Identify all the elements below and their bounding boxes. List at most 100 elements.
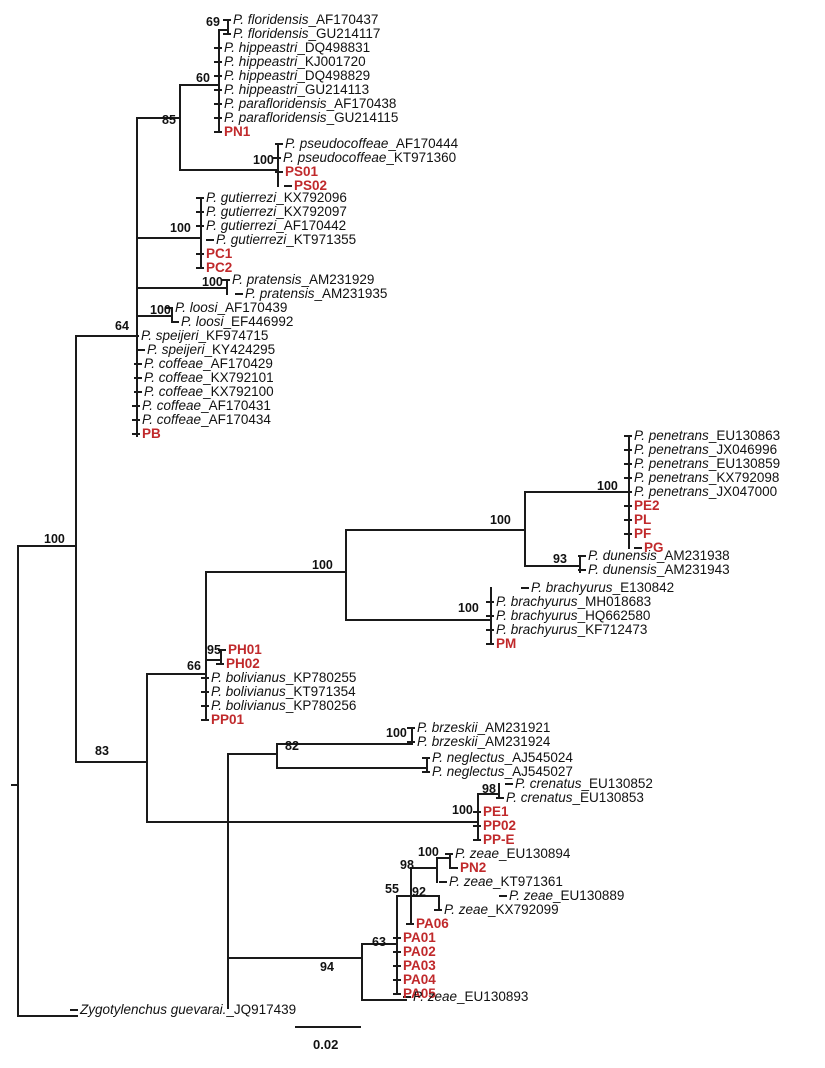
species-name: P. penetrans xyxy=(634,456,709,471)
taxon-label: P. crenatus_EU130852 xyxy=(515,776,653,791)
accession-number: _AM231935 xyxy=(314,286,388,301)
bootstrap-value: 100 xyxy=(418,845,439,859)
accession-number: _KP780255 xyxy=(285,670,357,685)
accession-number: _GU214117 xyxy=(308,26,381,41)
taxon-label: P. coffeae_AF170431 xyxy=(142,398,271,413)
accession-number: _KX792096 xyxy=(275,190,347,205)
taxon-label: P. coffeae_AF170429 xyxy=(144,356,273,371)
support-values: 6960851001001001006410010093100100956610… xyxy=(44,15,618,974)
accession-number: _AM231943 xyxy=(656,562,730,577)
taxon-label: P. brzeskii_AM231921 xyxy=(417,720,550,735)
species-name: P. coffeae xyxy=(144,384,203,399)
sample-label: PF xyxy=(634,526,651,541)
species-name: P. bolivianus xyxy=(211,684,286,699)
bootstrap-value: 64 xyxy=(115,319,129,333)
accession-number: _KX792097 xyxy=(275,204,347,219)
accession-number: _EU130894 xyxy=(498,846,571,861)
species-name: P. hippeastri xyxy=(224,82,298,97)
sample-label: PP02 xyxy=(483,818,516,833)
accession-number: _AF170439 xyxy=(217,300,288,315)
bootstrap-value: 94 xyxy=(320,960,334,974)
taxon-label: P. pratensis_AM231935 xyxy=(245,286,387,301)
accession-number: _AF170429 xyxy=(202,356,273,371)
sample-label: PA05 xyxy=(403,986,436,1001)
species-name: P. coffeae xyxy=(142,412,201,427)
bootstrap-value: 100 xyxy=(44,532,65,546)
sample-label: PA01 xyxy=(403,930,436,945)
bootstrap-value: 66 xyxy=(187,659,201,673)
accession-number: _AJ545024 xyxy=(504,750,574,765)
species-name: P. floridensis xyxy=(233,12,309,27)
sample-label: PC2 xyxy=(206,260,232,275)
taxon-label: P. bolivianus_KP780256 xyxy=(211,698,356,713)
bootstrap-value: 100 xyxy=(490,513,511,527)
taxon-label: P. hippeastri_KJ001720 xyxy=(224,54,366,69)
sample-label: PB xyxy=(142,426,161,441)
sample-label: PG xyxy=(644,540,664,555)
sample-label: PM xyxy=(496,636,516,651)
sample-label: PH02 xyxy=(226,656,260,671)
sample-label: PL xyxy=(634,512,651,527)
species-name: P. pratensis xyxy=(245,286,315,301)
taxon-label: P. dunensis_AM231938 xyxy=(588,548,730,563)
species-name: P. penetrans xyxy=(634,428,709,443)
taxon-label: P. neglectus_AJ545024 xyxy=(432,750,573,765)
bootstrap-value: 98 xyxy=(482,782,496,796)
sample-label: PE2 xyxy=(634,498,660,513)
sample-label: PP-E xyxy=(483,832,515,847)
accession-number: _AF170437 xyxy=(308,12,379,27)
accession-number: _GU214113 xyxy=(296,82,369,97)
taxon-label: P. coffeae_AF170434 xyxy=(142,412,271,427)
accession-number: _JQ917439 xyxy=(225,1002,296,1017)
species-name: P. floridensis xyxy=(233,26,309,41)
taxon-label: P. pratensis_AM231929 xyxy=(232,272,374,287)
taxon-label: P. brachyurus_E130842 xyxy=(531,580,674,595)
taxon-label: P. neglectus_AJ545027 xyxy=(432,764,573,779)
bootstrap-value: 83 xyxy=(95,744,109,758)
accession-number: _AM231924 xyxy=(477,734,551,749)
species-name: P. hippeastri xyxy=(224,54,298,69)
species-name: P. parafloridensis xyxy=(224,96,327,111)
species-name: P. brzeskii xyxy=(417,734,479,749)
taxon-label: P. gutierrezi_KX792096 xyxy=(206,190,347,205)
species-name: P. hippeastri xyxy=(224,40,298,55)
species-name: P. hippeastri xyxy=(224,68,298,83)
bootstrap-value: 63 xyxy=(372,935,386,949)
species-name: P. dunensis xyxy=(588,548,657,563)
accession-number: _KX792098 xyxy=(708,470,780,485)
accession-number: _AF170444 xyxy=(387,136,458,151)
bootstrap-value: 100 xyxy=(458,601,479,615)
species-name: P. coffeae xyxy=(142,398,201,413)
sample-label: PN2 xyxy=(460,860,486,875)
taxon-label: P. hippeastri_DQ498831 xyxy=(224,40,370,55)
species-name: Zygotylenchus guevarai. xyxy=(79,1002,226,1017)
species-name: P. bolivianus xyxy=(211,698,286,713)
species-name: P. brachyurus xyxy=(531,580,613,595)
scale-bar: 0.02 xyxy=(295,1026,361,1052)
species-name: P. loosi xyxy=(181,314,225,329)
sample-label: PP01 xyxy=(211,712,245,727)
taxon-label: P. brzeskii_AM231924 xyxy=(417,734,551,749)
accession-number: _AF170442 xyxy=(275,218,346,233)
taxon-label: P. zeae_EU130894 xyxy=(455,846,571,861)
accession-number: _KP780256 xyxy=(285,698,357,713)
taxon-label: P. speijeri_KY424295 xyxy=(147,342,275,357)
accession-number: _DQ498831 xyxy=(296,40,370,55)
accession-number: _KY424295 xyxy=(204,342,276,357)
taxon-label: P. loosi_EF446992 xyxy=(181,314,293,329)
sample-label: PC1 xyxy=(206,246,233,261)
accession-number: _DQ498829 xyxy=(296,68,370,83)
tree-branches xyxy=(11,19,642,1017)
accession-number: _KF974715 xyxy=(198,328,269,343)
taxon-label: P. penetrans_JX046996 xyxy=(634,442,777,457)
accession-number: _EU130853 xyxy=(572,790,644,805)
bootstrap-value: 95 xyxy=(207,643,221,657)
taxon-label: P. zeae_KT971361 xyxy=(449,874,563,889)
accession-number: _KT971360 xyxy=(385,150,456,165)
accession-number: _KT971361 xyxy=(492,874,563,889)
taxon-label: P. zeae_EU130893 xyxy=(413,989,528,1004)
species-name: P. speijeri xyxy=(141,328,200,343)
species-name: P. loosi xyxy=(175,300,219,315)
